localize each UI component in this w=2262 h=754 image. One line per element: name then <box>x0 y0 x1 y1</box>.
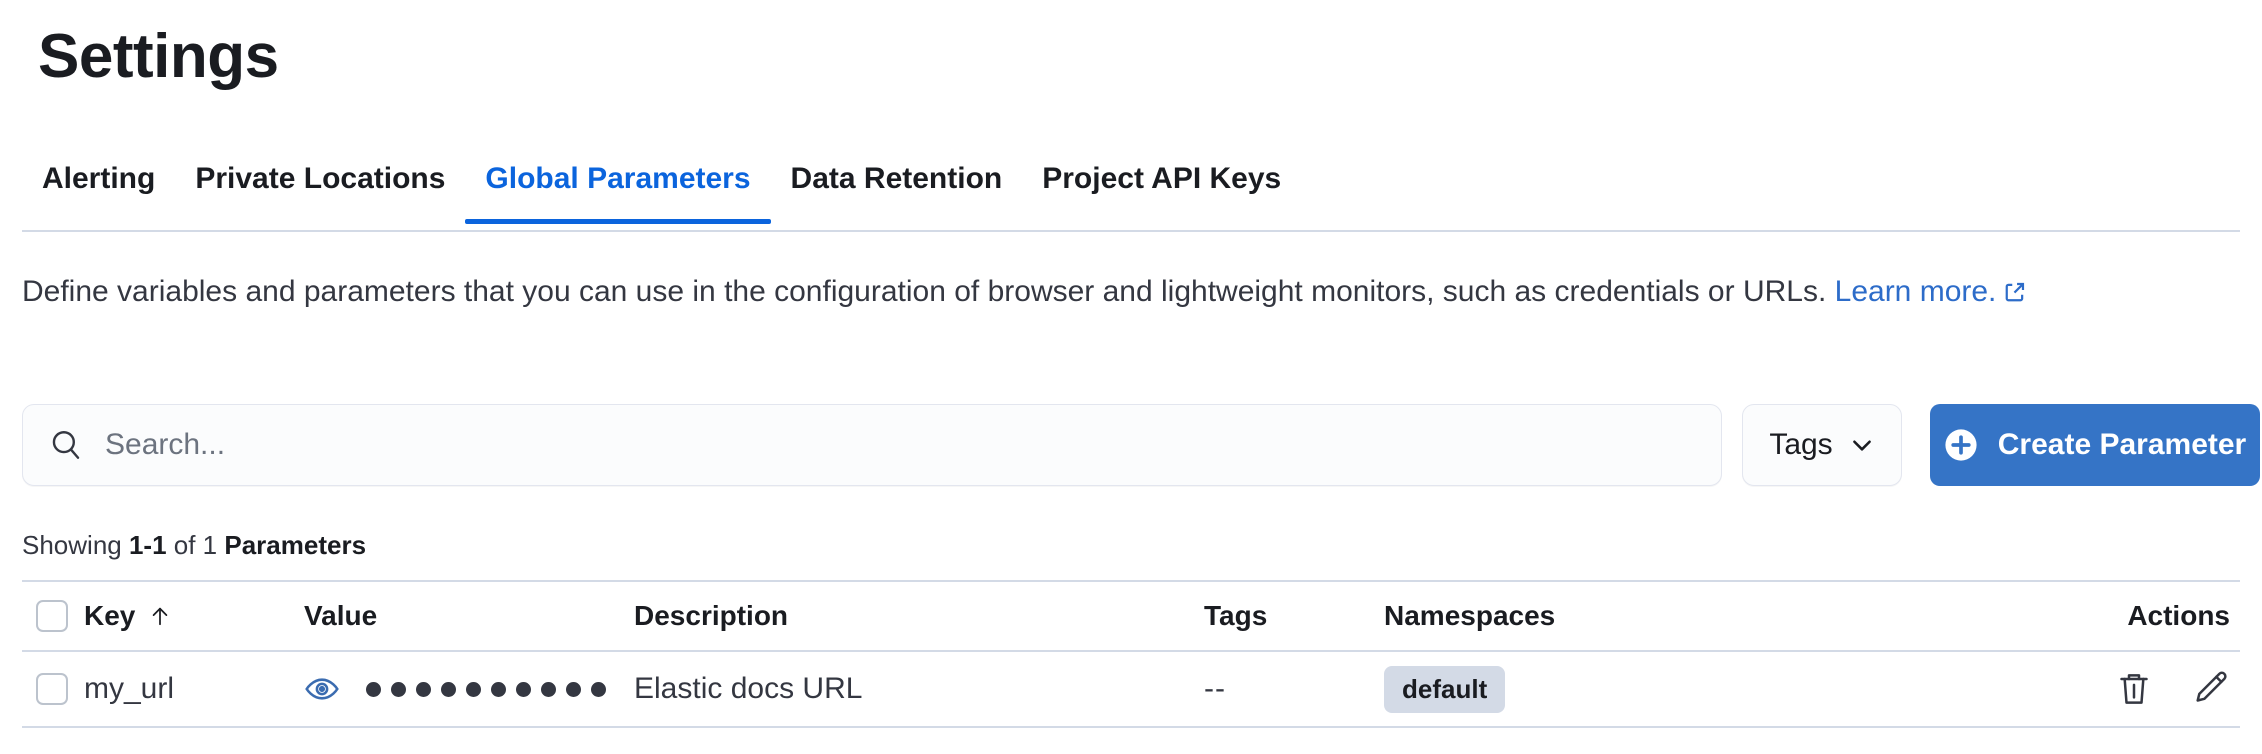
cell-value <box>304 671 634 707</box>
eye-icon[interactable] <box>304 671 340 707</box>
external-link-icon <box>2004 270 2026 302</box>
namespace-badge: default <box>1384 665 1506 713</box>
select-all-cell <box>22 600 84 632</box>
plus-circle-icon <box>1944 428 1978 462</box>
column-header-namespaces-label: Namespaces <box>1384 600 1556 631</box>
mask-dot <box>366 681 381 697</box>
results-entity: Parameters <box>224 530 367 560</box>
trash-icon[interactable] <box>2114 669 2154 709</box>
mask-dot <box>491 681 506 697</box>
tab-alerting[interactable]: Alerting <box>22 158 175 222</box>
mask-dot <box>441 681 456 697</box>
tab-data-retention[interactable]: Data Retention <box>771 158 1023 222</box>
column-header-value: Value <box>304 600 634 632</box>
tags-filter-label: Tags <box>1769 428 1833 461</box>
learn-more-link[interactable]: Learn more. <box>1835 275 1997 308</box>
tab-global-parameters[interactable]: Global Parameters <box>465 158 771 224</box>
cell-key: my_url <box>84 672 175 705</box>
create-parameter-label: Create Parameter <box>1997 428 2247 461</box>
cell-tags: -- <box>1204 672 1226 705</box>
results-range: 1-1 <box>128 530 167 560</box>
mask-dot <box>416 681 431 697</box>
chevron-down-icon <box>1849 432 1875 458</box>
search-box[interactable] <box>22 404 1722 486</box>
cell-namespaces: default <box>1384 665 2040 713</box>
mask-dot <box>391 681 406 697</box>
cell-description: Elastic docs URL <box>634 672 863 705</box>
table-row: my_url <box>22 652 2240 728</box>
column-header-namespaces: Namespaces <box>1384 600 2040 632</box>
arrow-up-icon <box>149 603 171 627</box>
row-select-cell <box>22 673 84 705</box>
results-middle: of 1 <box>166 530 225 560</box>
mask-dot <box>566 681 581 697</box>
masked-value <box>366 681 606 697</box>
column-header-description-label: Description <box>634 600 789 631</box>
description-body: Define variables and parameters that you… <box>22 275 1827 308</box>
learn-more-label: Learn more. <box>1834 275 1997 308</box>
row-checkbox[interactable] <box>36 673 68 705</box>
column-header-key-label: Key <box>84 600 136 631</box>
column-header-tags: Tags <box>1204 600 1384 632</box>
mask-dot <box>516 681 531 697</box>
column-header-actions: Actions <box>2040 600 2240 632</box>
column-header-tags-label: Tags <box>1204 600 1268 631</box>
tab-private-locations[interactable]: Private Locations <box>175 158 465 222</box>
column-header-description: Description <box>634 600 1204 632</box>
mask-dot <box>591 681 606 697</box>
table-header-row: Key Value Description Tags Namespaces Ac… <box>22 580 2240 652</box>
pencil-icon[interactable] <box>2190 669 2230 709</box>
search-icon <box>49 428 83 462</box>
column-header-actions-label: Actions <box>2127 600 2230 631</box>
results-summary: Showing 1-1 of 1 Parameters <box>22 528 366 562</box>
column-header-value-label: Value <box>304 600 378 631</box>
settings-tabs: Alerting Private Locations Global Parame… <box>22 158 2240 232</box>
tags-filter-button[interactable]: Tags <box>1742 404 1902 486</box>
tab-project-api-keys[interactable]: Project API Keys <box>1022 158 1301 222</box>
description-text: Define variables and parameters that you… <box>22 268 2222 316</box>
toolbar: Tags Create Parameter <box>22 404 2260 486</box>
column-header-key[interactable]: Key <box>84 600 304 632</box>
parameters-table: Key Value Description Tags Namespaces Ac… <box>22 580 2240 728</box>
cell-actions <box>2040 669 2240 709</box>
search-input[interactable] <box>105 428 1695 462</box>
mask-dot <box>541 681 556 697</box>
page-title: Settings <box>38 22 279 91</box>
mask-dot <box>466 681 481 697</box>
create-parameter-button[interactable]: Create Parameter <box>1930 404 2260 486</box>
results-prefix: Showing <box>22 530 129 560</box>
select-all-checkbox[interactable] <box>36 600 68 632</box>
